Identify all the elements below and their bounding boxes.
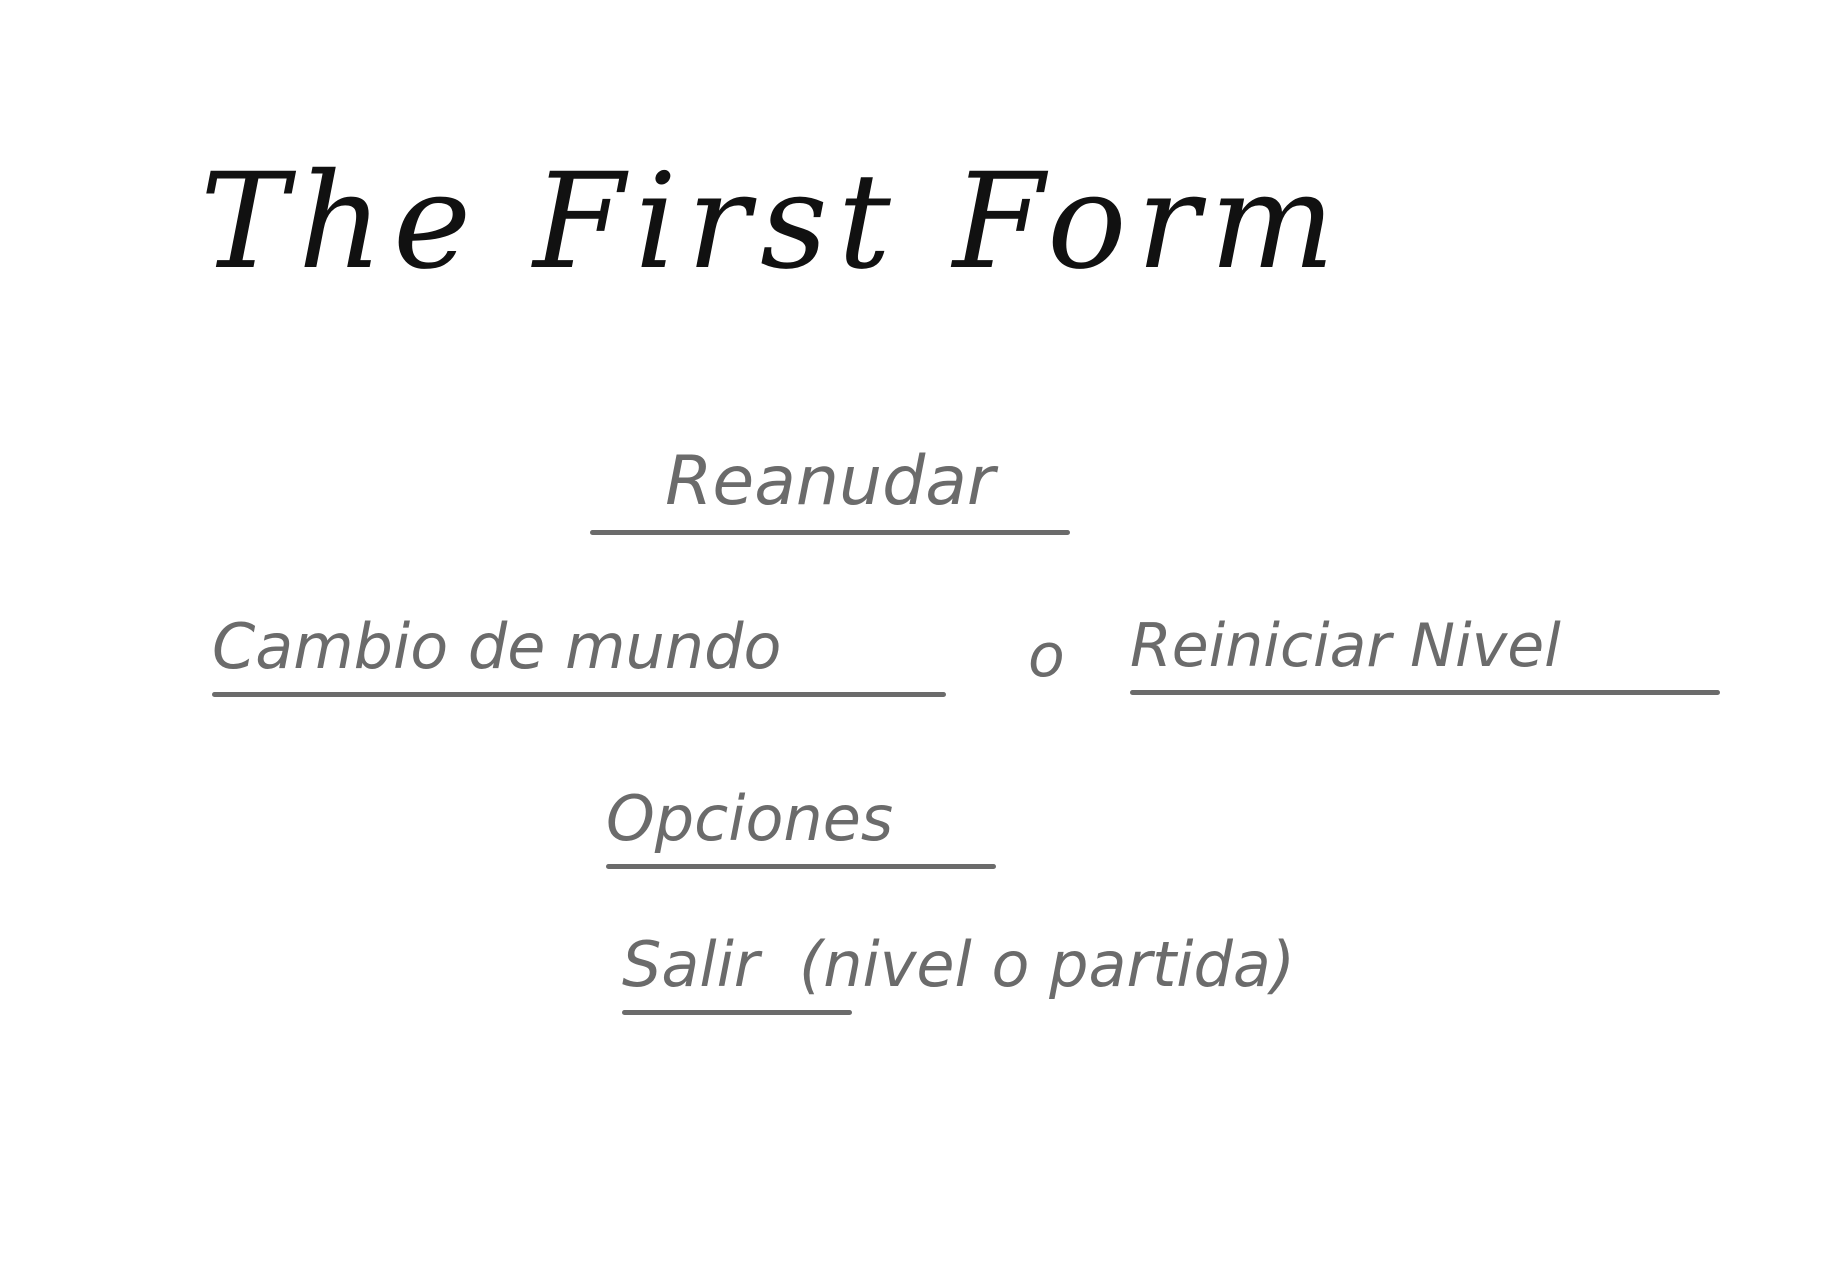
options-underline (606, 864, 996, 869)
exit-underline (622, 1010, 852, 1015)
options-button[interactable]: Opciones (606, 788, 996, 869)
change-world-underline (212, 692, 946, 697)
change-world-label: Cambio de mundo (212, 610, 782, 683)
restart-level-label: Reiniciar Nivel (1130, 611, 1561, 681)
restart-level-underline (1130, 690, 1720, 695)
resume-underline (590, 530, 1070, 535)
restart-level-button[interactable]: Reiniciar Nivel (1130, 616, 1720, 695)
exit-label: Salir (622, 928, 760, 1001)
change-world-button[interactable]: Cambio de mundo (212, 616, 946, 697)
exit-button[interactable]: Salir (nivel o partida) (622, 934, 1542, 1015)
options-label: Opciones (606, 782, 894, 855)
or-separator: o (1028, 621, 1065, 691)
exit-note: (nivel o partida) (799, 928, 1296, 1001)
resume-label: Reanudar (665, 442, 995, 521)
resume-button[interactable]: Reanudar (590, 448, 1070, 535)
game-title: The First Form (200, 145, 1345, 299)
